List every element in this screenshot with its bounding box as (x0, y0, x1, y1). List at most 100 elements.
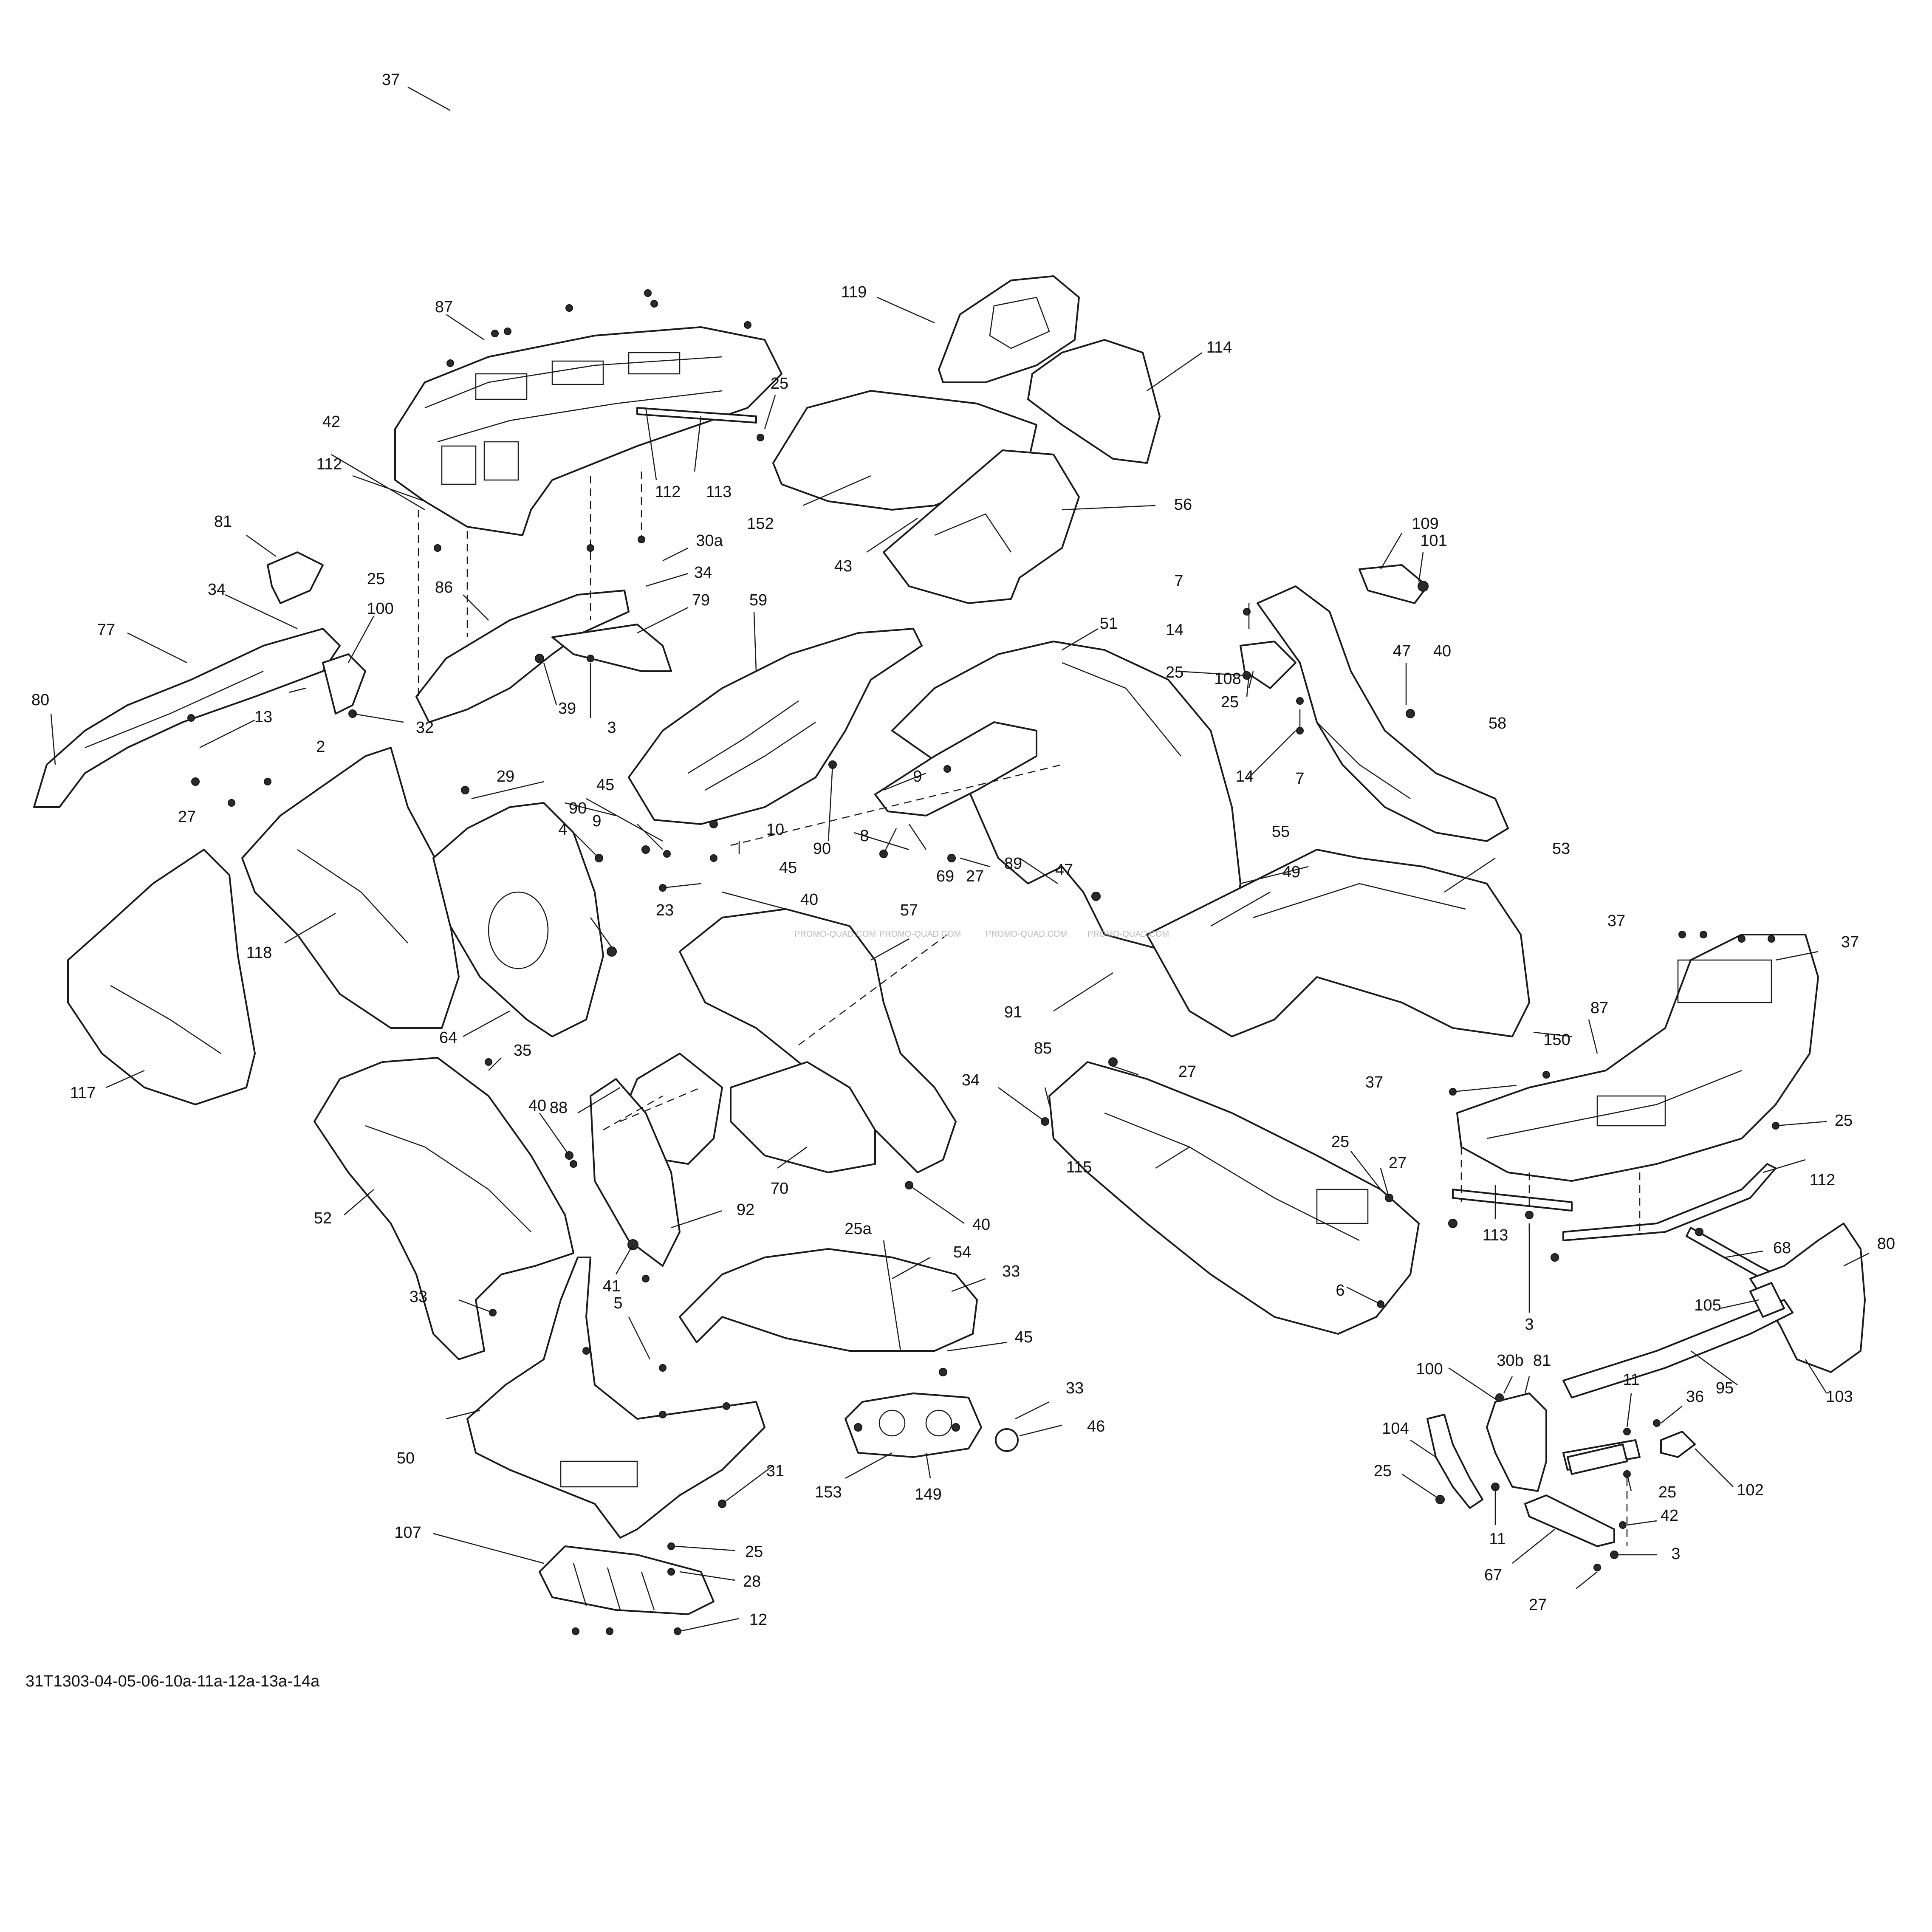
part-front-fender-54 (679, 1248, 978, 1352)
callout-80b: 80 (1877, 1235, 1895, 1253)
leader-lines (50, 86, 1870, 1632)
part-duct-81 (1486, 1393, 1547, 1492)
callout-40b: 40 (800, 891, 818, 909)
part-front-bumper (1562, 1223, 1866, 1471)
part-front-rack (1456, 934, 1819, 1182)
fasteners (187, 289, 1779, 1635)
callout-87b: 87 (1590, 999, 1608, 1017)
callout-67: 67 (1484, 1566, 1502, 1584)
callout-10: 10 (766, 821, 784, 839)
callout-100b: 100 (1416, 1360, 1443, 1378)
callout-34: 34 (694, 564, 712, 582)
callout-6: 6 (1336, 1282, 1344, 1299)
callout-153: 153 (815, 1483, 842, 1501)
callout-43: 43 (834, 557, 852, 575)
callout-90b: 90 (813, 840, 831, 858)
callout-81b: 81 (1533, 1352, 1551, 1370)
callout-28: 28 (743, 1573, 761, 1590)
part-rack-rail (636, 407, 757, 424)
part-dash-cover (938, 275, 1080, 383)
part-rear-inner-fender (628, 628, 923, 825)
callout-35: 35 (514, 1042, 531, 1059)
callout-47b: 47 (1055, 861, 1073, 879)
callout-39: 39 (558, 700, 576, 717)
callout-81: 81 (214, 513, 232, 531)
watermark-text: PROMO-QUAD.COM (794, 929, 876, 939)
diagram-code: 31T1303-04-05-06-10a-11a-12a-13a-14a (25, 1672, 320, 1690)
callout-69: 69 (936, 867, 954, 885)
callout-40c: 40 (528, 1097, 546, 1115)
callout-41: 41 (603, 1277, 621, 1295)
part-rear-rack (394, 326, 782, 536)
callout-45: 45 (596, 776, 614, 794)
callout-79: 79 (692, 591, 710, 609)
callout-149: 149 (915, 1486, 941, 1503)
callout-27b: 27 (178, 808, 196, 826)
watermark-text-3: PROMO-QUAD.COM (986, 929, 1067, 939)
part-front-fender-57 (679, 908, 957, 1173)
callout-86: 86 (435, 579, 453, 596)
part-dash-lower (1027, 339, 1161, 464)
part-panel-70 (730, 1061, 876, 1173)
part-front-side-panel (1257, 585, 1509, 842)
callout-23: 23 (656, 901, 674, 919)
callout-108: 108 (1214, 670, 1241, 688)
callout-112c: 112 (1810, 1171, 1836, 1189)
callout-11b: 11 (1489, 1530, 1505, 1548)
callout-118: 118 (246, 944, 272, 962)
callout-109: 109 (1412, 515, 1438, 533)
callout-152: 152 (747, 515, 774, 533)
callout-42b: 42 (1661, 1507, 1678, 1525)
part-bracket-67 (1524, 1494, 1615, 1547)
callout-53: 53 (1552, 840, 1570, 858)
callout-25h: 25 (1658, 1483, 1676, 1501)
callout-46: 46 (1087, 1418, 1105, 1435)
callout-88: 88 (550, 1099, 568, 1117)
callout-32: 32 (416, 719, 434, 737)
callout-14: 14 (1166, 621, 1183, 639)
callout-107: 107 (394, 1524, 421, 1542)
callout-49: 49 (1282, 863, 1300, 881)
callout-25d: 25 (1221, 693, 1239, 711)
part-headlight-housing (845, 1393, 982, 1458)
callout-33c: 33 (1066, 1379, 1084, 1397)
callout-9b: 9 (592, 812, 601, 830)
callout-7: 7 (1174, 572, 1183, 590)
callout-113: 113 (706, 483, 732, 501)
callout-labels: 37 87 119 114 25 42 112 113 152 56 112 4… (31, 71, 1895, 1629)
callout-11: 11 (1623, 1371, 1639, 1389)
callout-89: 89 (1004, 855, 1022, 873)
callout-37c: 37 (1841, 933, 1859, 951)
part-side-bracket (874, 721, 1037, 816)
watermark-text-4: PROMO-QUAD.COM (1087, 929, 1169, 939)
callout-37d: 37 (1365, 1073, 1383, 1091)
callout-54: 54 (953, 1243, 971, 1261)
callout-59: 59 (749, 591, 767, 609)
callout-9: 9 (913, 768, 922, 785)
callout-114: 114 (1206, 339, 1232, 356)
callout-27e: 27 (1529, 1596, 1547, 1614)
callout-50: 50 (397, 1449, 415, 1467)
part-tube-95b (1567, 1443, 1628, 1475)
callout-105: 105 (1694, 1296, 1721, 1314)
callout-25b: 25 (367, 570, 385, 588)
callout-42: 42 (322, 413, 340, 431)
callout-64: 64 (439, 1029, 457, 1047)
callout-25c: 25 (1166, 664, 1183, 681)
callout-100: 100 (367, 600, 393, 618)
callout-25f: 25 (1331, 1133, 1349, 1151)
callout-58: 58 (1489, 715, 1506, 732)
callout-92: 92 (737, 1201, 754, 1219)
assembly-lines (418, 472, 1641, 1546)
part-rear-bumper (33, 628, 341, 808)
part-main-body (891, 641, 1530, 1037)
part-seat-base (432, 802, 604, 1037)
callout-104: 104 (1382, 1420, 1409, 1438)
callout-95: 95 (1716, 1379, 1734, 1397)
part-panel-92 (590, 1078, 681, 1267)
callout-33b: 33 (410, 1288, 427, 1306)
part-rear-frame (415, 590, 672, 723)
callout-45c: 45 (1015, 1328, 1033, 1346)
part-bracket-104 (1426, 1414, 1483, 1509)
